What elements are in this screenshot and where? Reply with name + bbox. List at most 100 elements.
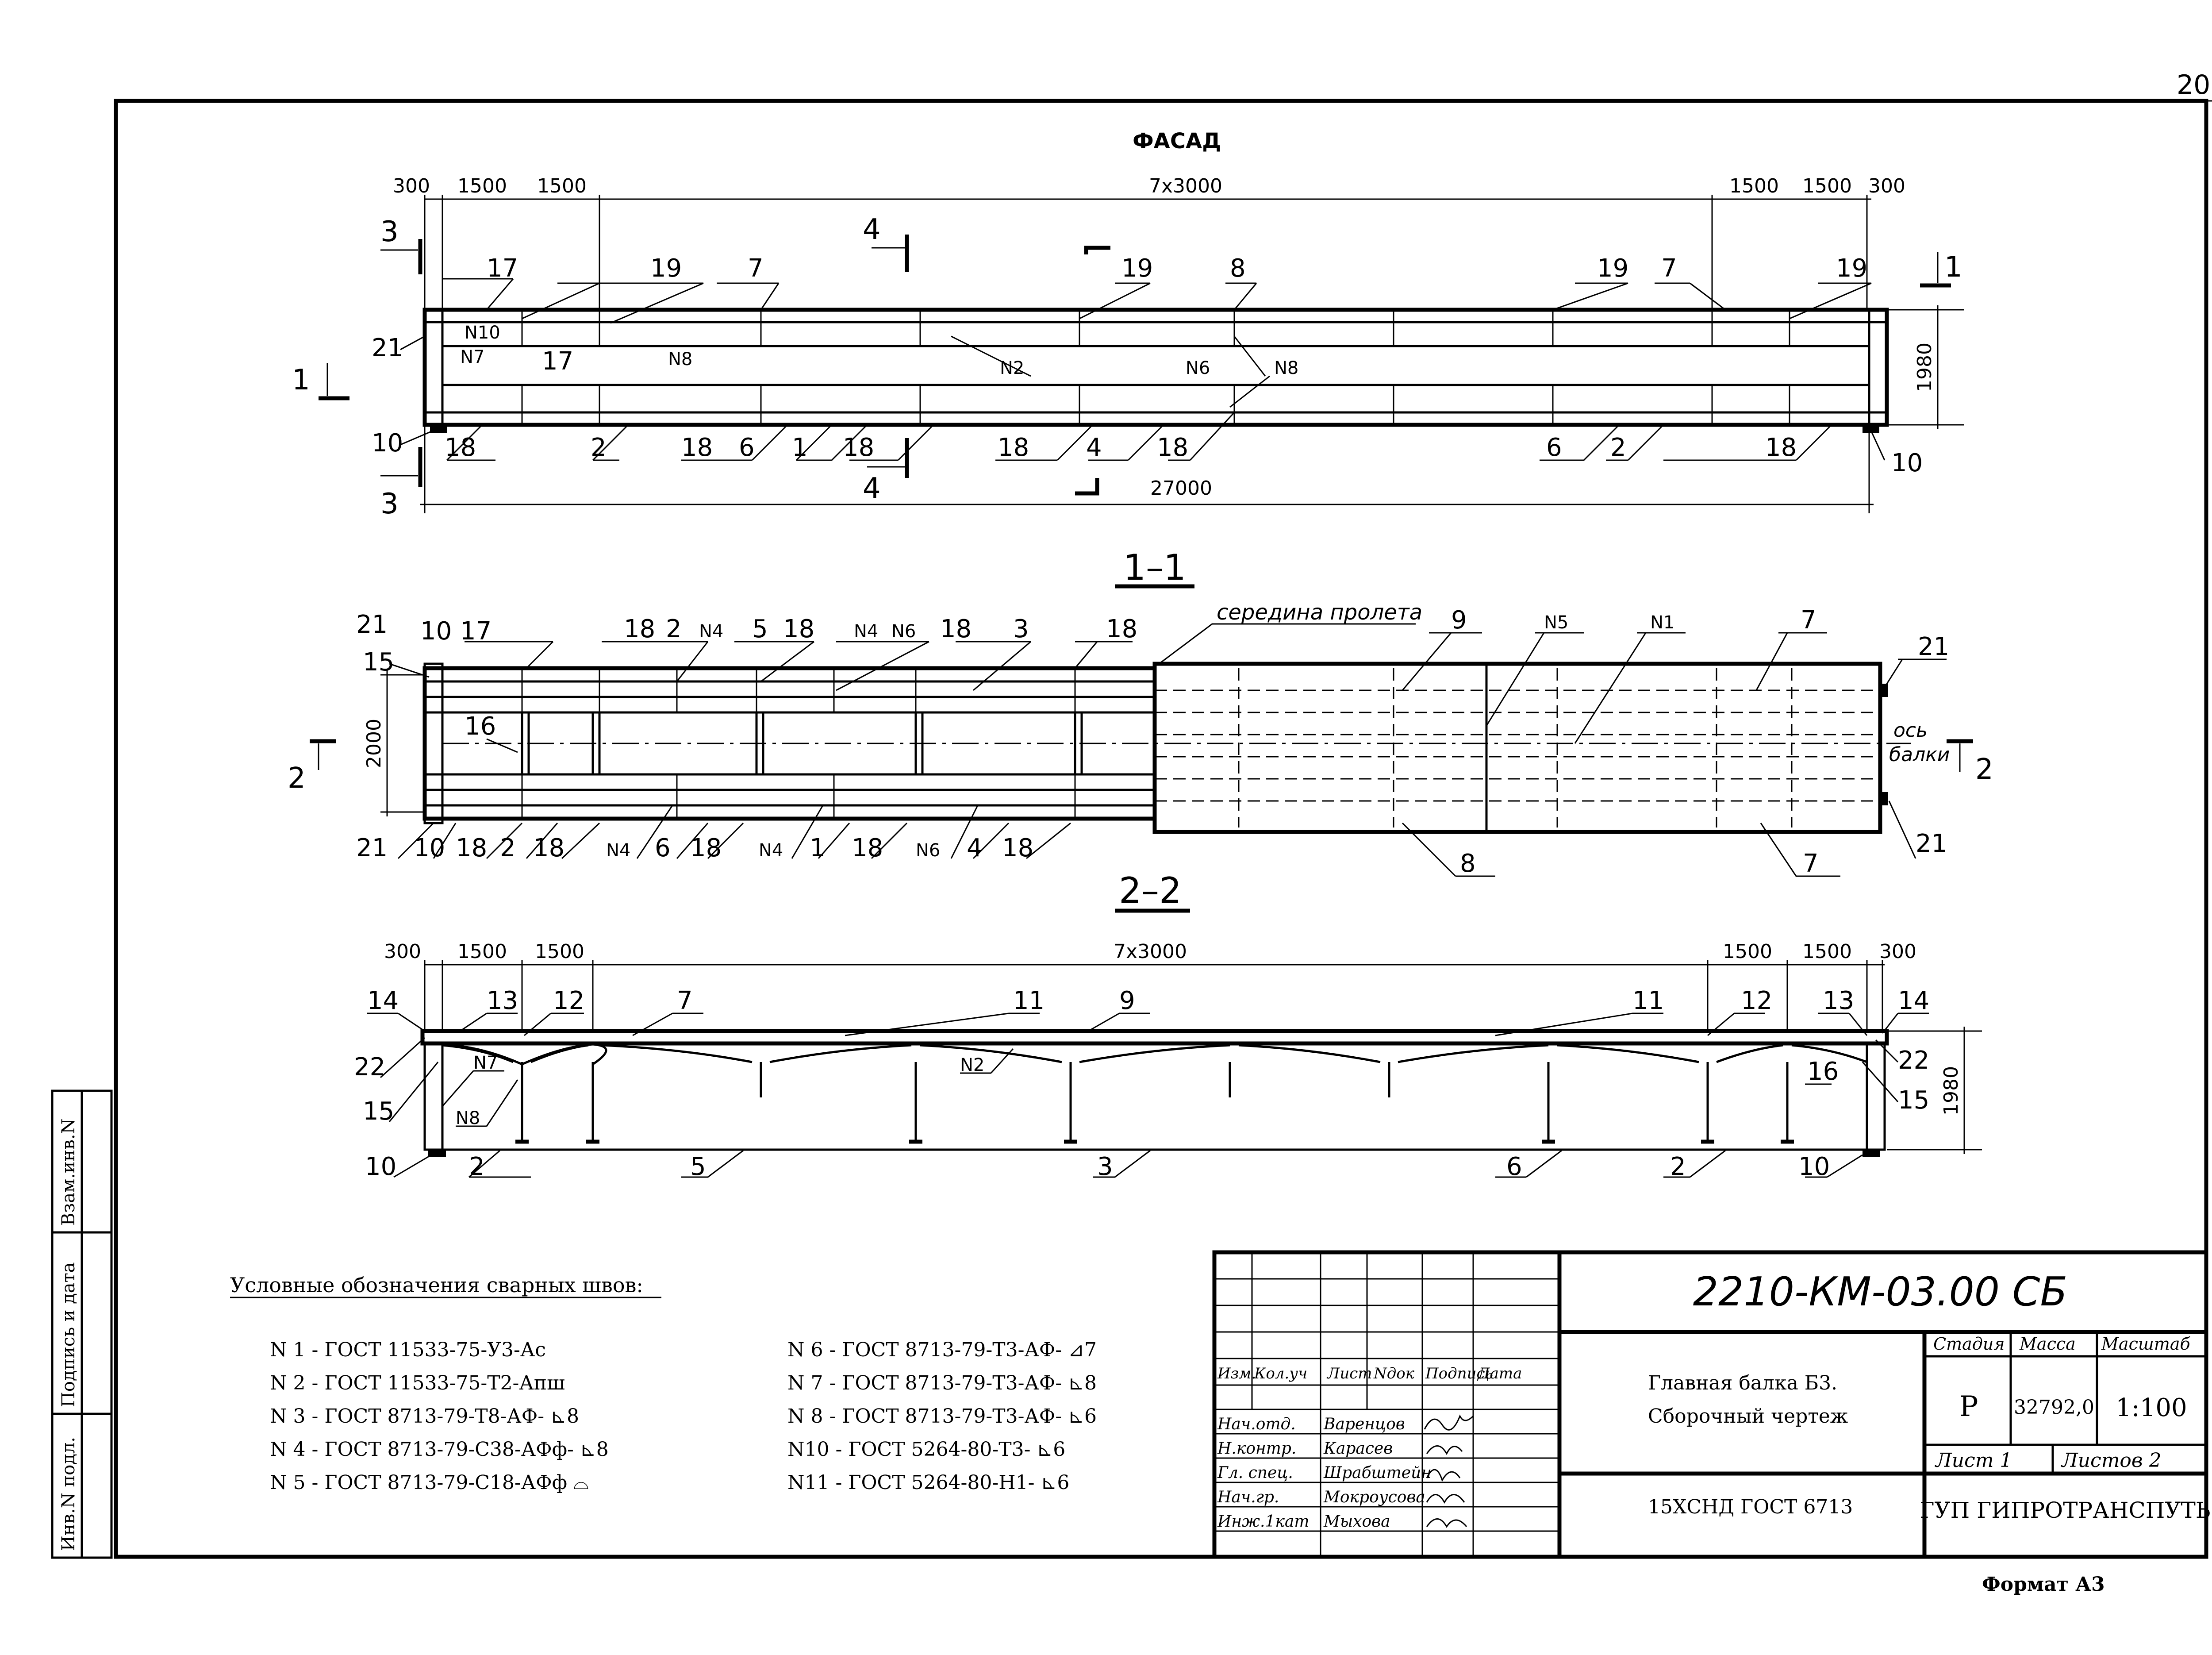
s22-top-11-a: 11 xyxy=(1013,986,1045,1015)
s22-top-14-left: 14 xyxy=(367,986,399,1015)
s11-bot-10: 10 xyxy=(414,834,445,862)
s11-bot-18-a: 18 xyxy=(456,834,487,862)
s22-dim-300-right: 300 xyxy=(1879,940,1916,963)
tb-col-data: Дата xyxy=(1477,1365,1522,1382)
s11-bot-8: 8 xyxy=(1460,849,1476,878)
section-2-mark-right: 2 xyxy=(1975,753,1993,786)
s11-top-n6: N6 xyxy=(891,621,916,642)
s11-bot-18-c: 18 xyxy=(690,834,722,862)
facade-bottom-1: 1 xyxy=(792,433,808,462)
s22-height-dim: 1980 xyxy=(1940,1066,1962,1116)
section-4-mark-bottom: 4 xyxy=(863,472,881,505)
section-2-mark-left: 2 xyxy=(288,762,306,795)
tb-name-3: Шрабштейн xyxy=(1323,1464,1432,1482)
s22-right-22: 22 xyxy=(1898,1046,1929,1075)
s22-top-12-left: 12 xyxy=(553,986,584,1015)
section-1-1-title: 1–1 xyxy=(1123,547,1186,588)
weld-legend-n11: N11 - ГОСТ 5264-80-Н1- ⊾6 xyxy=(787,1471,1069,1494)
facade-dim-1500-d: 1500 xyxy=(1802,175,1852,197)
s22-top-13-right: 13 xyxy=(1823,986,1854,1015)
tb-drawing-code: 2210-КМ-03.00 СБ xyxy=(1693,1269,2067,1315)
stamp-sign-date: Подпись и дата xyxy=(58,1262,79,1407)
facade-bottom-18-f: 18 xyxy=(1765,433,1797,462)
s22-top-12-right: 12 xyxy=(1741,986,1772,1015)
s22-bot-3: 3 xyxy=(1097,1152,1113,1181)
tb-role-3: Гл. спец. xyxy=(1217,1464,1293,1482)
signatures xyxy=(1424,1414,1474,1528)
s11-bot-2: 2 xyxy=(500,834,516,862)
s11-bot-n4-b: N4 xyxy=(759,840,783,861)
s11-top-9: 9 xyxy=(1451,606,1467,635)
weld-legend-n1: N 1 - ГОСТ 11533-75-У3-Ас xyxy=(270,1339,546,1361)
section-4-mark-top: 4 xyxy=(863,213,881,246)
s22-top-11-b: 11 xyxy=(1632,986,1664,1015)
s22-top-9: 9 xyxy=(1119,986,1135,1015)
facade-bottom-6-a: 6 xyxy=(739,433,755,462)
tb-stage-value: Р xyxy=(1959,1390,1978,1423)
s22-left-22: 22 xyxy=(354,1053,385,1082)
s22-bot-2-left: 2 xyxy=(469,1152,485,1181)
s11-top-n5: N5 xyxy=(1544,612,1568,633)
facade-dim-300-right: 300 xyxy=(1868,175,1905,197)
facade-bottom-2-b: 2 xyxy=(1610,433,1626,462)
tb-stage-label: Стадия xyxy=(1933,1334,2005,1354)
s11-bot-7: 7 xyxy=(1803,849,1819,878)
weld-mark-17: 17 xyxy=(542,347,573,376)
weld-legend-n3: N 3 - ГОСТ 8713-79-Т8-АФ- ⊾8 xyxy=(270,1405,579,1428)
s22-top-14-right: 14 xyxy=(1898,986,1929,1015)
s22-right-15: 15 xyxy=(1898,1086,1929,1115)
s22-weld-n8: N8 xyxy=(456,1108,480,1128)
page-number: 20 xyxy=(2177,69,2210,100)
tb-sheet: Лист 1 xyxy=(1935,1449,2012,1472)
section-2-2-view: 2–2 300 1500 1500 7x3000 1500 1500 300 xyxy=(354,870,1982,1181)
facade-label-7-a: 7 xyxy=(748,254,764,283)
s11-bot-4: 4 xyxy=(967,834,983,862)
s22-dim-1500-a: 1500 xyxy=(457,940,507,963)
axis-note-1: ось xyxy=(1893,719,1928,742)
weld-legend-n10: N10 - ГОСТ 5264-80-Т3- ⊾6 xyxy=(787,1438,1065,1461)
facade-label-17: 17 xyxy=(487,254,518,283)
tb-mass-label: Масса xyxy=(2019,1334,2076,1354)
weld-legend-n5: N 5 - ГОСТ 8713-79-С18-АФф ⌓ xyxy=(270,1471,589,1494)
facade-dim-1500-b: 1500 xyxy=(537,175,587,197)
format-label: Формат А3 xyxy=(1982,1573,2105,1596)
side-stamp: Инв.N подл. Подпись и дата Взам.инв.N xyxy=(51,1089,113,1559)
facade-label-7-b: 7 xyxy=(1661,254,1677,283)
tb-mass-value: 32792,0 xyxy=(2014,1396,2094,1419)
s11-bot-18-e: 18 xyxy=(1002,834,1033,862)
tb-name-4: Мокроусова xyxy=(1323,1488,1425,1506)
weld-legend-n8: N 8 - ГОСТ 8713-79-Т3-АФ- ⊾6 xyxy=(787,1405,1097,1428)
facade-length-dim: 27000 xyxy=(1150,477,1212,500)
s22-dim-300-left: 300 xyxy=(384,940,421,963)
facade-label-19-d: 19 xyxy=(1836,254,1867,283)
s11-top-18-d: 18 xyxy=(1106,615,1137,643)
tb-sheets: Листов 2 xyxy=(2061,1449,2162,1472)
facade-label-19-c: 19 xyxy=(1597,254,1628,283)
tb-name-1: Варенцов xyxy=(1323,1415,1405,1433)
s11-top-n4-a: N4 xyxy=(699,621,723,642)
tb-col-izm: Изм. xyxy=(1217,1365,1256,1382)
facade-dim-7x3000: 7x3000 xyxy=(1149,175,1222,197)
weld-legend-n2: N 2 - ГОСТ 11533-75-Т2-Апш xyxy=(270,1372,565,1394)
stamp-inv-podl: Инв.N подл. xyxy=(58,1437,79,1551)
s22-bot-10-left: 10 xyxy=(365,1152,396,1181)
s22-top-13-left: 13 xyxy=(487,986,518,1015)
facade-title: ФАСАД xyxy=(1133,129,1221,154)
s22-bot-5: 5 xyxy=(690,1152,706,1181)
midspan-note: середина пролета xyxy=(1217,600,1422,625)
s11-top-18-c: 18 xyxy=(940,615,972,643)
weld-legend-n7: N 7 - ГОСТ 8713-79-Т3-АФ- ⊾8 xyxy=(787,1372,1097,1394)
s22-dim-7x3000: 7x3000 xyxy=(1114,940,1187,963)
weld-legend-n4: N 4 - ГОСТ 8713-79-С38-АФф- ⊾8 xyxy=(270,1438,609,1461)
s22-left-15: 15 xyxy=(363,1097,394,1126)
section-3-mark-bottom: 3 xyxy=(380,488,399,520)
s11-top-10: 10 xyxy=(420,617,452,646)
facade-bottom-2-a: 2 xyxy=(591,433,607,462)
s11-bot-21-right: 21 xyxy=(1916,829,1947,858)
tb-scale-label: Масштаб xyxy=(2101,1334,2191,1354)
sheet-frame: 20 Формат А3 xyxy=(114,69,2212,1596)
facade-dim-1500-a: 1500 xyxy=(457,175,507,197)
facade-dim-1500-c: 1500 xyxy=(1729,175,1779,197)
facade-view: ФАСАД 300 1500 1500 7x3000 1500 1500 300 xyxy=(292,129,1964,520)
